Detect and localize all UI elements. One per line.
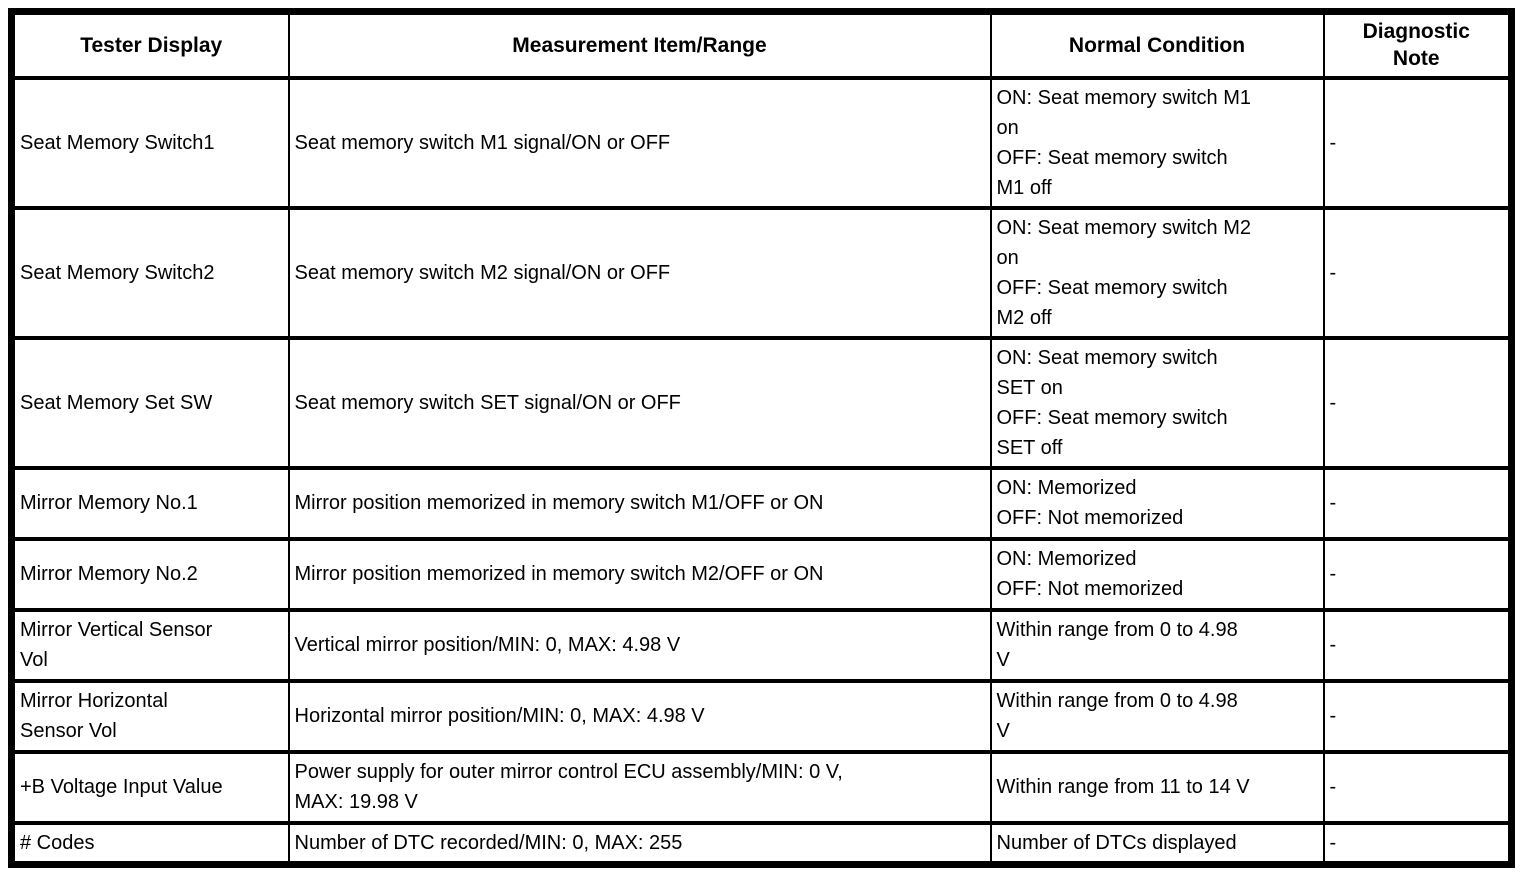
cell-measurement-item-range: Number of DTC recorded/MIN: 0, MAX: 255 xyxy=(287,820,992,866)
cell-measurement-item-range: Mirror position memorized in memory swit… xyxy=(287,536,992,612)
cell-tester-display: Mirror Memory No.1 xyxy=(10,465,290,541)
column-header-tester-display: Tester Display xyxy=(10,9,290,80)
cell-normal-condition: ON: Memorized OFF: Not memorized xyxy=(989,465,1325,541)
cell-normal-condition: Within range from 0 to 4.98 V xyxy=(989,607,1325,683)
cell-diagnostic-note: - xyxy=(1322,607,1513,683)
cell-normal-condition: ON: Memorized OFF: Not memorized xyxy=(989,536,1325,612)
cell-tester-display: +B Voltage Input Value xyxy=(10,749,290,825)
cell-tester-display: Mirror Memory No.2 xyxy=(10,536,290,612)
cell-normal-condition: ON: Seat memory switch SET on OFF: Seat … xyxy=(989,335,1325,470)
cell-diagnostic-note: - xyxy=(1322,335,1513,470)
table-row: Mirror Horizontal Sensor Vol Horizontal … xyxy=(10,678,1513,754)
cell-tester-display: Mirror Vertical Sensor Vol xyxy=(10,607,290,683)
column-header-normal-condition: Normal Condition xyxy=(989,9,1325,80)
column-header-diagnostic-note: Diagnostic Note xyxy=(1322,9,1513,80)
table-header-row: Tester Display Measurement Item/Range No… xyxy=(10,9,1513,80)
table-row: Seat Memory Set SW Seat memory switch SE… xyxy=(10,335,1513,470)
cell-diagnostic-note: - xyxy=(1322,465,1513,541)
cell-diagnostic-note: - xyxy=(1322,75,1513,210)
cell-diagnostic-note: - xyxy=(1322,749,1513,825)
cell-diagnostic-note: - xyxy=(1322,678,1513,754)
cell-measurement-item-range: Vertical mirror position/MIN: 0, MAX: 4.… xyxy=(287,607,992,683)
cell-diagnostic-note: - xyxy=(1322,820,1513,866)
cell-measurement-item-range: Power supply for outer mirror control EC… xyxy=(287,749,992,825)
diagnostic-data-list-table: Tester Display Measurement Item/Range No… xyxy=(8,8,1515,868)
cell-tester-display: Seat Memory Set SW xyxy=(10,335,290,470)
cell-normal-condition: Within range from 11 to 14 V xyxy=(989,749,1325,825)
cell-measurement-item-range: Seat memory switch M1 signal/ON or OFF xyxy=(287,75,992,210)
table-row: # Codes Number of DTC recorded/MIN: 0, M… xyxy=(10,820,1513,866)
column-header-measurement-item-range: Measurement Item/Range xyxy=(287,9,992,80)
cell-measurement-item-range: Seat memory switch SET signal/ON or OFF xyxy=(287,335,992,470)
table-row: Seat Memory Switch1 Seat memory switch M… xyxy=(10,75,1513,210)
cell-tester-display: # Codes xyxy=(10,820,290,866)
cell-normal-condition: ON: Seat memory switch M2 on OFF: Seat m… xyxy=(989,205,1325,340)
table-row: +B Voltage Input Value Power supply for … xyxy=(10,749,1513,825)
cell-tester-display: Seat Memory Switch1 xyxy=(10,75,290,210)
table-row: Seat Memory Switch2 Seat memory switch M… xyxy=(10,205,1513,340)
cell-measurement-item-range: Seat memory switch M2 signal/ON or OFF xyxy=(287,205,992,340)
cell-diagnostic-note: - xyxy=(1322,205,1513,340)
cell-normal-condition: ON: Seat memory switch M1 on OFF: Seat m… xyxy=(989,75,1325,210)
cell-normal-condition: Number of DTCs displayed xyxy=(989,820,1325,866)
cell-tester-display: Mirror Horizontal Sensor Vol xyxy=(10,678,290,754)
cell-diagnostic-note: - xyxy=(1322,536,1513,612)
cell-normal-condition: Within range from 0 to 4.98 V xyxy=(989,678,1325,754)
cell-measurement-item-range: Horizontal mirror position/MIN: 0, MAX: … xyxy=(287,678,992,754)
cell-measurement-item-range: Mirror position memorized in memory swit… xyxy=(287,465,992,541)
table-row: Mirror Vertical Sensor Vol Vertical mirr… xyxy=(10,607,1513,683)
cell-tester-display: Seat Memory Switch2 xyxy=(10,205,290,340)
table-row: Mirror Memory No.2 Mirror position memor… xyxy=(10,536,1513,612)
table-row: Mirror Memory No.1 Mirror position memor… xyxy=(10,465,1513,541)
